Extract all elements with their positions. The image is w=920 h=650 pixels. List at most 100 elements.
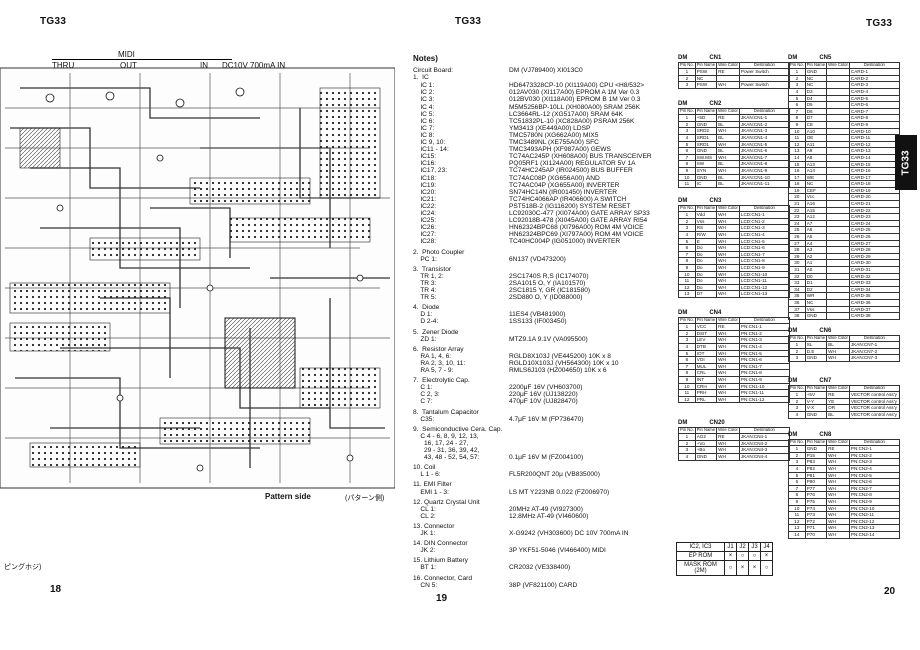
table-cell xyxy=(738,74,790,83)
table-cell: D6 xyxy=(804,107,828,116)
note-value: PST518B-2 (IG116200) SYSTEM RESET xyxy=(509,202,631,210)
table-cell: A12 xyxy=(804,213,828,221)
table-cell: VECTOR control Ass'y xyxy=(848,397,900,406)
note-value: CR2032 (VE338400) xyxy=(509,564,571,572)
page-header-center: TG33 xyxy=(455,16,482,27)
table-cell: 8 xyxy=(678,369,696,377)
table-cell: 3 xyxy=(678,446,696,454)
table-cell: WH xyxy=(716,452,740,461)
table-cell: BL xyxy=(716,160,740,168)
table-cell: D.E xyxy=(804,347,828,356)
table-cell: P80 xyxy=(804,478,828,486)
table-cell xyxy=(826,213,850,221)
table-cell: 2 xyxy=(678,439,696,448)
midi-in-label: IN xyxy=(200,61,208,70)
table-cell: D7 xyxy=(694,290,718,298)
table-cell: SW.MS xyxy=(694,153,718,162)
table-cell: 24 xyxy=(788,219,806,228)
note-value: LS MT Y223NB 0.022 (FZ006970) xyxy=(509,488,610,496)
table-cell: D2 xyxy=(804,285,828,294)
table-cell: CARD-17 xyxy=(848,173,900,182)
table-cell: 12 xyxy=(678,395,696,404)
table-cell: 1 xyxy=(788,341,806,349)
table-cell: JKAN:CN1-3 xyxy=(738,127,790,135)
table-cell: RE xyxy=(826,391,850,399)
note-value: 012AV030 (XI117A00) EPROM A 1M Ver 0.3 xyxy=(509,89,640,97)
column-header: Destination xyxy=(848,438,900,447)
table-cell xyxy=(826,180,850,188)
table-cell: BL xyxy=(716,147,740,155)
note-value: M5M5256BP-10LL (XH080A00) SRAM 256K xyxy=(509,103,640,111)
table-cell: LCD:CN1-7 xyxy=(738,250,790,259)
table-cell: WH xyxy=(716,81,740,89)
column-header: Pin Name xyxy=(694,204,718,213)
note-value: TMC3493APH (XF987A00) GEWS xyxy=(509,146,611,154)
table-cell: RE xyxy=(716,114,740,122)
table-cell: 12 xyxy=(678,283,696,292)
table-cell: LCD:CN1-12 xyxy=(738,283,790,292)
table-cell: P83 xyxy=(804,458,828,466)
note-value: TC74HC245AP (IR024500) BUS BUFFER xyxy=(509,167,633,175)
table-cell: DSIT xyxy=(694,329,718,338)
note-label: IC 5: xyxy=(413,110,435,118)
table-cell: VECTOR control Ass'y xyxy=(848,404,900,412)
table-cell: PN:CN2-5 xyxy=(848,471,900,480)
table-cell: CARD-14 xyxy=(848,153,900,162)
table-cell: A5 xyxy=(804,233,828,241)
table-cell: WH xyxy=(716,446,740,454)
note-label: 15. Lithium Battery xyxy=(413,557,468,565)
table-cell: Vss xyxy=(694,217,718,226)
dc-in-label: DC10V 700mA IN xyxy=(222,61,286,70)
table-cell: JKAN:CN1-2 xyxy=(738,120,790,129)
table-cell: 1 xyxy=(678,114,696,122)
eprom-row: MASK ROM (2M) ○ × × ○ xyxy=(676,560,773,576)
table-cell: A1 xyxy=(804,259,828,267)
page-number-right: 20 xyxy=(884,586,896,597)
table-cell: WH xyxy=(826,471,850,480)
midi-title: MIDI xyxy=(118,50,135,59)
table-cell: 2 xyxy=(788,74,806,83)
table-cell: 21 xyxy=(788,200,806,208)
table-cell: WH xyxy=(826,491,850,499)
note-value: LC92018B-478 (XI045A00) GATE ARRAY RI54 xyxy=(509,217,648,225)
table-cell: 1 xyxy=(788,68,806,76)
eprom-header-cell: J1 xyxy=(724,542,737,552)
table-cell: SYN xyxy=(694,166,718,175)
table-cell: A15 xyxy=(804,206,828,215)
table-cell: 13 xyxy=(788,147,806,155)
eprom-cell: MASK ROM (2M) xyxy=(676,560,725,576)
table-cell: 12 xyxy=(788,140,806,149)
table-cell: CARD-30 xyxy=(848,259,900,267)
table-cell: LCD:CN1-11 xyxy=(738,277,790,285)
note-value: 11ES4 (VB481900) xyxy=(509,311,566,319)
note-value: 0.1μF 16V M (FZ004100) xyxy=(509,454,584,462)
note-label: IC18: xyxy=(413,174,437,182)
table-cell: CARD-19 xyxy=(848,186,900,195)
table-cell: WH xyxy=(826,484,850,493)
note-label: IC 3: xyxy=(413,96,435,104)
table-cell: 9 xyxy=(788,120,806,129)
table-cell: Do xyxy=(694,263,718,272)
table-cell: WH xyxy=(826,497,850,506)
table-cell: SW xyxy=(694,160,718,168)
note-value: HN62324BPC69 (XI797A00) ROM 4M VOICE xyxy=(509,231,644,239)
